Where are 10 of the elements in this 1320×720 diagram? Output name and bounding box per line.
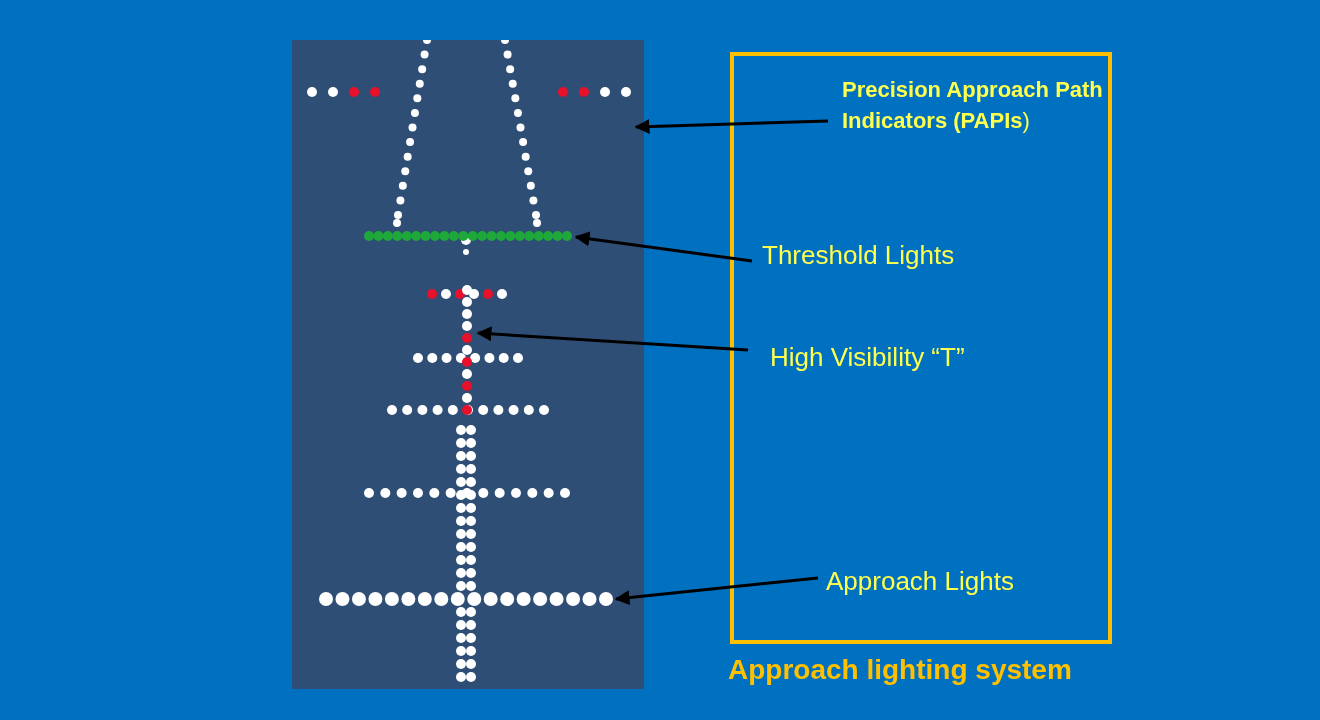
callout-label: High Visibility “T” <box>770 342 965 373</box>
callout-label: Approach Lights <box>826 566 1014 597</box>
leader-line <box>614 576 819 606</box>
leader-line <box>634 119 829 135</box>
leader-line <box>574 231 753 263</box>
threshold-light-row <box>362 228 574 244</box>
frame-caption: Approach lighting system <box>728 654 1072 686</box>
callout-label: Threshold Lights <box>762 240 955 271</box>
approach-lighting-drawing <box>292 40 644 689</box>
callout-label: Precision Approach Path Indicators (PAPIs) <box>842 74 1108 136</box>
